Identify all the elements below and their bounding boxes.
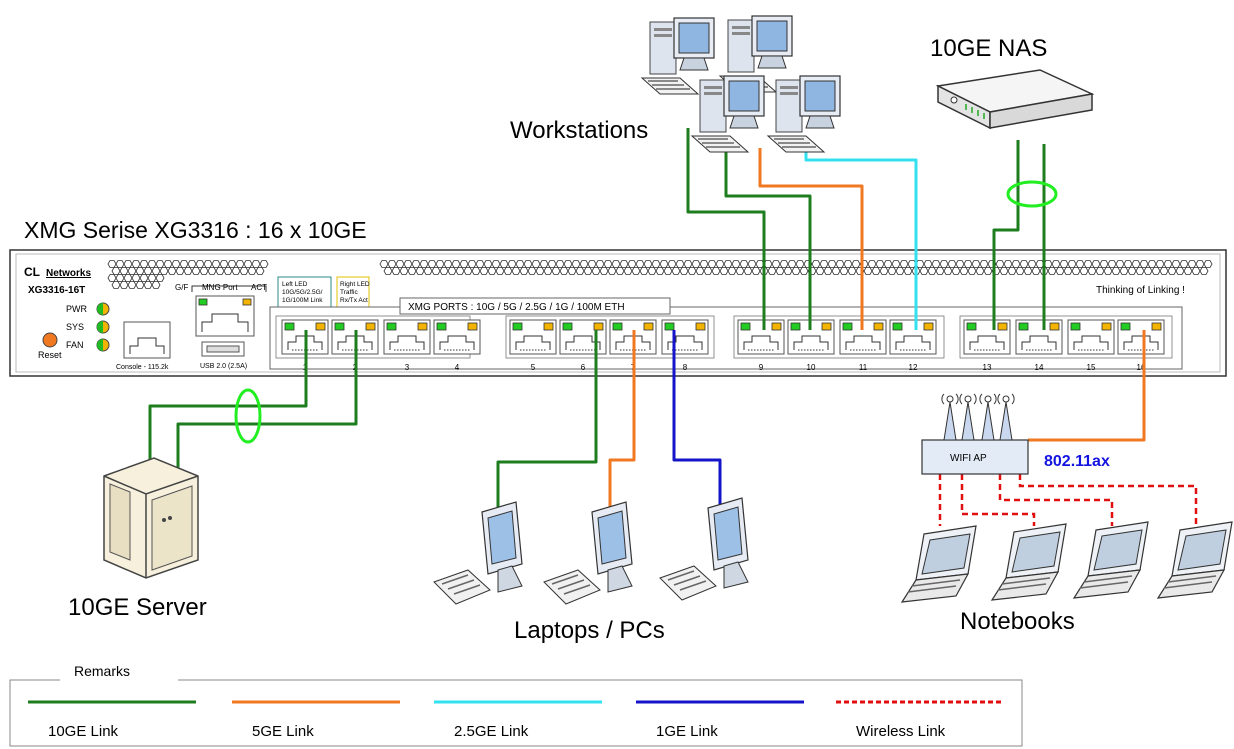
nas-label: 10GE NAS [930,35,1047,62]
legend-label-2: 5GE Link [252,723,314,740]
brand-networks: Networks [46,268,91,279]
port-number-14: 14 [1035,363,1044,372]
port-number-11: 11 [859,363,868,372]
links [148,128,1146,510]
port-number-5: 5 [531,363,536,372]
lag-ring-server [234,388,262,444]
port-number-10: 10 [807,363,816,372]
wireless-links [938,474,1198,526]
usb-label: USB 2.0 (2.5A) [200,363,247,370]
remarks-legend: Remarks 10GE Link 5GE Link 2.5GE Link 1GE L… [9,663,1023,747]
port-5 [509,319,557,355]
link-ap-port16 [1028,330,1146,442]
diagram-title: XMG Serise XG3316 : 16 x 10GE [24,217,367,243]
nas-icon [935,69,1095,130]
port-number-3: 3 [405,363,410,372]
port-4 [433,319,481,355]
port-14 [1015,319,1063,355]
reset-label: Reset [38,350,62,360]
workstations-label: Workstations [510,117,648,144]
led-sys-icon [96,320,110,334]
reset-button[interactable] [42,332,58,348]
port-13 [963,319,1011,355]
port-number-9: 9 [759,363,764,372]
laptops-pcs-icon [433,497,749,605]
port-number-15: 15 [1087,363,1096,372]
port-number-12: 12 [909,363,918,372]
legend-label-1: 10GE Link [48,723,119,740]
lag-ring-nas [1006,180,1058,208]
link-server-port2 [176,330,358,470]
link-pc-port8 [672,330,722,508]
vent-pattern-top [379,260,1213,275]
led-sys-label: SYS [66,322,84,332]
port-8 [661,319,709,355]
port-3 [383,319,431,355]
mng-port [195,295,255,337]
left-led-legend: Left LED 10G/5G/2.5G/ 1G/100M Link [277,276,332,308]
svg-text:Left LED: Left LED [282,281,308,288]
port-number-4: 4 [455,363,460,372]
remarks-title: Remarks [74,663,130,679]
wifi-ap-label: WIFI AP [950,453,987,464]
link-server-port1 [148,330,308,478]
port-12 [889,319,937,355]
link-pc-port6 [496,330,598,510]
vent-pattern-left [107,260,269,289]
console-label: Console - 115.2k [116,364,169,371]
port-15 [1067,319,1115,355]
port-number-8: 8 [683,363,688,372]
switch-model: XG3316-16T [28,285,85,296]
legend-label-4: 1GE Link [656,723,718,740]
mng-bracket [191,285,267,292]
svg-text:1G/100M Link: 1G/100M Link [282,297,323,304]
link-ws-port11 [758,148,864,330]
brand-cl: CL [24,265,40,279]
port-16 [1117,319,1165,355]
wifi-ap-icon [921,393,1029,475]
port-number-6: 6 [581,363,586,372]
ports-header-box [399,297,671,315]
port-6 [559,319,607,355]
link-ws-port12 [804,150,918,330]
usb-port [201,341,245,357]
right-led-legend: Right LED Traffic Rx/Tx Act [336,276,370,308]
wifi-standard-label: 802.11ax [1044,453,1110,470]
server-label: 10GE Server [68,594,207,621]
svg-text:10G/5G/2.5G/: 10G/5G/2.5G/ [282,289,323,296]
led-fan-label: FAN [66,340,84,350]
svg-text:Right LED: Right LED [340,281,370,288]
legend-label-3: 2.5GE Link [454,723,529,740]
act-label: ACT [251,283,267,292]
led-pwr-label: PWR [66,304,87,314]
led-fan-icon [96,338,110,352]
led-pwr-icon [96,302,110,316]
server-icon [103,457,199,579]
workstations-icon [641,15,841,153]
port-number-13: 13 [983,363,992,372]
port-number-16: 16 [1137,363,1146,372]
laptops-pcs-label: Laptops / PCs [514,617,665,644]
gf-label: G/F [175,283,188,292]
svg-text:Traffic: Traffic [340,289,358,296]
console-port [123,321,171,359]
link-pc-port7 [608,330,636,510]
link-ws-port10 [724,152,812,330]
notebooks-label: Notebooks [960,608,1075,635]
notebooks-icon [901,521,1233,603]
link-ws-port9 [686,128,766,330]
legend-label-5: Wireless Link [856,723,946,740]
svg-text:Rx/Tx Act: Rx/Tx Act [340,297,368,304]
ports-header: XMG PORTS : 10G / 5G / 2.5G / 1G / 100M … [408,302,625,313]
switch-slogan: Thinking of Linking ! [1096,285,1185,296]
port-9 [737,319,785,355]
mng-port-label: MNG Port [202,283,238,292]
